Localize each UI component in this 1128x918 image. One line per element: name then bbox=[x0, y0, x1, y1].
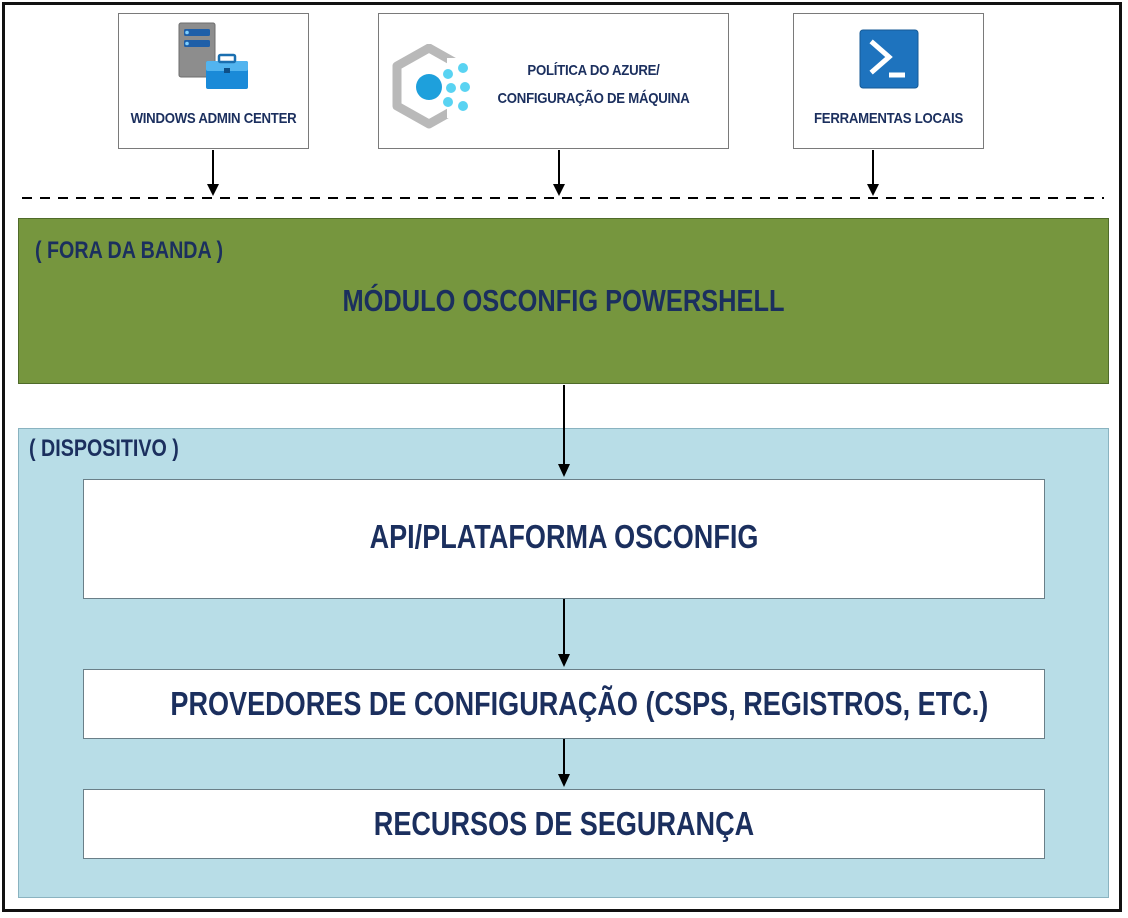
windows-admin-center-label: WINDOWS ADMIN CENTER bbox=[130, 110, 297, 127]
arrow-azure-head bbox=[553, 184, 565, 196]
arrow-api-to-providers-head bbox=[558, 654, 570, 667]
powershell-module-title: MÓDULO OSCONFIG POWERSHELL bbox=[342, 283, 785, 318]
out-of-band-tag: ( FORA DA BANDA ) bbox=[35, 237, 224, 264]
osconfig-api-layer: API/PLATAFORMA OSCONFIG bbox=[83, 479, 1045, 599]
source-azure-policy: POLÍTICA DO AZURE/ CONFIGURAÇÃO DE MÁQUI… bbox=[378, 13, 729, 149]
powershell-icon bbox=[859, 29, 919, 89]
azure-policy-label-line2: CONFIGURAÇÃO DE MÁQUINA bbox=[497, 90, 690, 107]
configuration-providers-title: PROVEDORES DE CONFIGURAÇÃO (CSPS, REGIST… bbox=[170, 685, 989, 722]
arrow-tools-head bbox=[867, 184, 879, 196]
device-tag: ( DISPOSITIVO ) bbox=[29, 435, 179, 462]
azure-policy-label-line1: POLÍTICA DO AZURE/ bbox=[527, 62, 660, 79]
source-windows-admin-center: WINDOWS ADMIN CENTER bbox=[118, 13, 309, 149]
out-of-band-section: ( FORA DA BANDA ) MÓDULO OSCONFIG POWERS… bbox=[18, 218, 1109, 384]
server-toolbox-icon bbox=[176, 21, 252, 91]
configuration-providers-layer: PROVEDORES DE CONFIGURAÇÃO (CSPS, REGIST… bbox=[83, 669, 1045, 739]
arrow-providers-to-security-head bbox=[558, 774, 570, 787]
security-features-title: RECURSOS DE SEGURANÇA bbox=[373, 805, 755, 842]
security-features-layer: RECURSOS DE SEGURANÇA bbox=[83, 789, 1045, 859]
osconfig-api-title: API/PLATAFORMA OSCONFIG bbox=[369, 518, 759, 555]
azure-policy-hexagon-icon bbox=[391, 43, 475, 132]
arrow-module-to-api-head bbox=[558, 464, 570, 477]
arrow-wac-head bbox=[207, 184, 219, 196]
source-local-tools: FERRAMENTAS LOCAIS bbox=[793, 13, 984, 149]
local-tools-label: FERRAMENTAS LOCAIS bbox=[813, 110, 963, 127]
